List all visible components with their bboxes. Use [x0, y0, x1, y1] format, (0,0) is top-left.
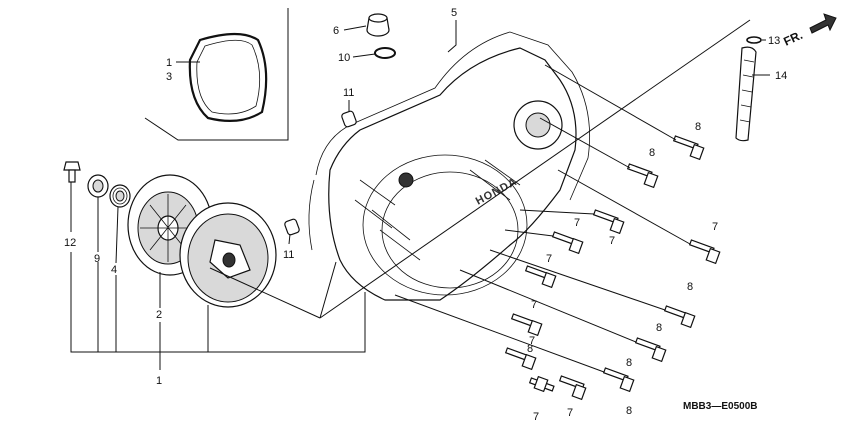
callout-6: 6	[333, 25, 339, 37]
bolt-8-e	[602, 367, 635, 393]
oil-filler-cap-part	[366, 13, 390, 37]
bolt-7-c	[688, 239, 721, 265]
bolt-7-a	[592, 209, 625, 235]
callout-10: 10	[338, 52, 350, 64]
callout-1-bottom: 1	[156, 375, 162, 387]
callout-7-f: 7	[529, 335, 535, 347]
flywheel-rotor-part	[179, 202, 277, 308]
dowel-pin-lower	[284, 218, 300, 236]
callout-7-c: 7	[712, 221, 718, 233]
callout-3: 3	[166, 71, 172, 83]
direction-arrow: FR.	[781, 13, 837, 49]
direction-label: FR.	[781, 28, 804, 49]
callout-8-a: 8	[695, 121, 701, 133]
callout-7-h: 7	[567, 407, 573, 419]
bolt-8-d	[634, 337, 667, 363]
callout-8-c: 8	[687, 281, 693, 293]
callout-labels: 1 3 6 10 5 11 11 13 14 12 9 4 2 1 8 8 7 …	[64, 7, 787, 423]
callout-8-g: 8	[626, 405, 632, 417]
o-ring-10-part	[374, 47, 396, 59]
bolt-8-a	[672, 135, 705, 161]
inset-box	[144, 8, 289, 141]
bolt-7-d	[524, 265, 557, 289]
callout-11-upper: 11	[343, 87, 354, 99]
bolt-7-f	[504, 347, 537, 371]
diagram-code: MBB3—E0500B	[683, 401, 757, 412]
bolt-7-g	[558, 375, 587, 401]
o-ring-part	[188, 32, 268, 123]
breather-tube-part	[735, 36, 762, 142]
bolt-8-b	[626, 163, 659, 189]
callout-5: 5	[451, 7, 457, 19]
bolt-7-e	[510, 313, 543, 337]
bolt-7-b	[551, 231, 584, 255]
callout-12: 12	[64, 237, 76, 249]
callout-13: 13	[768, 35, 780, 47]
callout-9: 9	[94, 253, 100, 265]
callout-1-top: 1	[166, 57, 172, 69]
callout-8-d: 8	[656, 322, 662, 334]
callout-2: 2	[156, 309, 162, 321]
callout-8-b: 8	[649, 147, 655, 159]
callout-4: 4	[111, 264, 117, 276]
bolt-8-c	[663, 305, 696, 329]
dowel-pin-upper	[341, 110, 357, 128]
callout-7-a: 7	[574, 217, 580, 229]
leader-lines	[70, 19, 770, 373]
bolt-12-part	[63, 161, 81, 183]
callout-7-g: 7	[533, 411, 539, 423]
oil-seal-9-part	[87, 174, 109, 198]
callout-14: 14	[775, 70, 787, 82]
callout-7-b: 7	[609, 235, 615, 247]
callout-11-lower: 11	[283, 249, 294, 261]
callout-7-d: 7	[546, 253, 552, 265]
callout-7-e: 7	[531, 299, 537, 311]
callout-8-e: 8	[527, 343, 533, 355]
bolt-8-f	[528, 375, 555, 393]
callout-8-f: 8	[626, 357, 632, 369]
bearing-4-part	[109, 184, 131, 208]
crankcase-cover-part: HONDA	[308, 31, 590, 301]
